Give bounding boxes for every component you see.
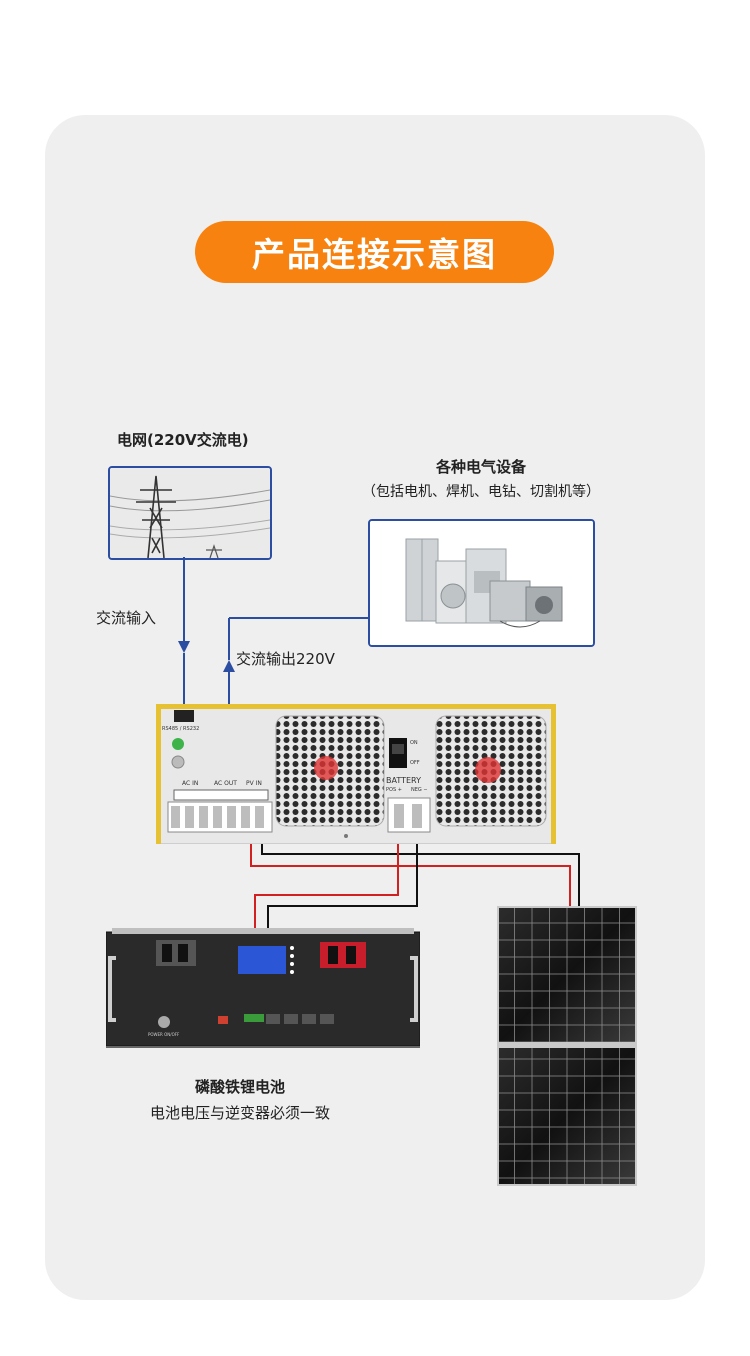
- ac-input-label: 交流输入: [96, 609, 157, 627]
- battery-title: 磷酸铁锂电池: [194, 1078, 286, 1096]
- lifepo4-battery: POWER ON/OFF: [105, 928, 421, 1048]
- appliances-title: 各种电气设备: [435, 458, 527, 476]
- battery-subtitle: 电池电压与逆变器必须一致: [149, 1104, 331, 1122]
- ac-output-label: 交流输出220V: [236, 650, 335, 668]
- port-ac-out-label: AC OUT: [214, 780, 237, 787]
- switch-off-label: OFF: [410, 760, 420, 766]
- page-title: 产品连接示意图: [195, 221, 554, 283]
- appliances-image: [368, 519, 595, 647]
- battery-power-label: POWER ON/OFF: [148, 1032, 180, 1037]
- battery-neg-label: NEG −: [411, 787, 428, 793]
- appliances-subtitle: （包括电机、焊机、电钻、切割机等）: [362, 484, 600, 500]
- battery-port-label: BATTERY: [386, 776, 421, 785]
- port-ac-in-label: AC IN: [182, 780, 199, 787]
- inverter-unit: RS485 / RS232 AC IN AC OUT PV IN BATTERY…: [155, 703, 557, 845]
- grid-label: 电网(220V交流电): [117, 431, 249, 449]
- solar-panel: [497, 906, 637, 1186]
- power-grid-image: [108, 466, 272, 560]
- battery-pos-label: POS +: [386, 787, 402, 793]
- switch-on-label: ON: [410, 740, 418, 746]
- port-rs485-label: RS485 / RS232: [162, 726, 200, 732]
- port-pv-in-label: PV IN: [246, 780, 262, 787]
